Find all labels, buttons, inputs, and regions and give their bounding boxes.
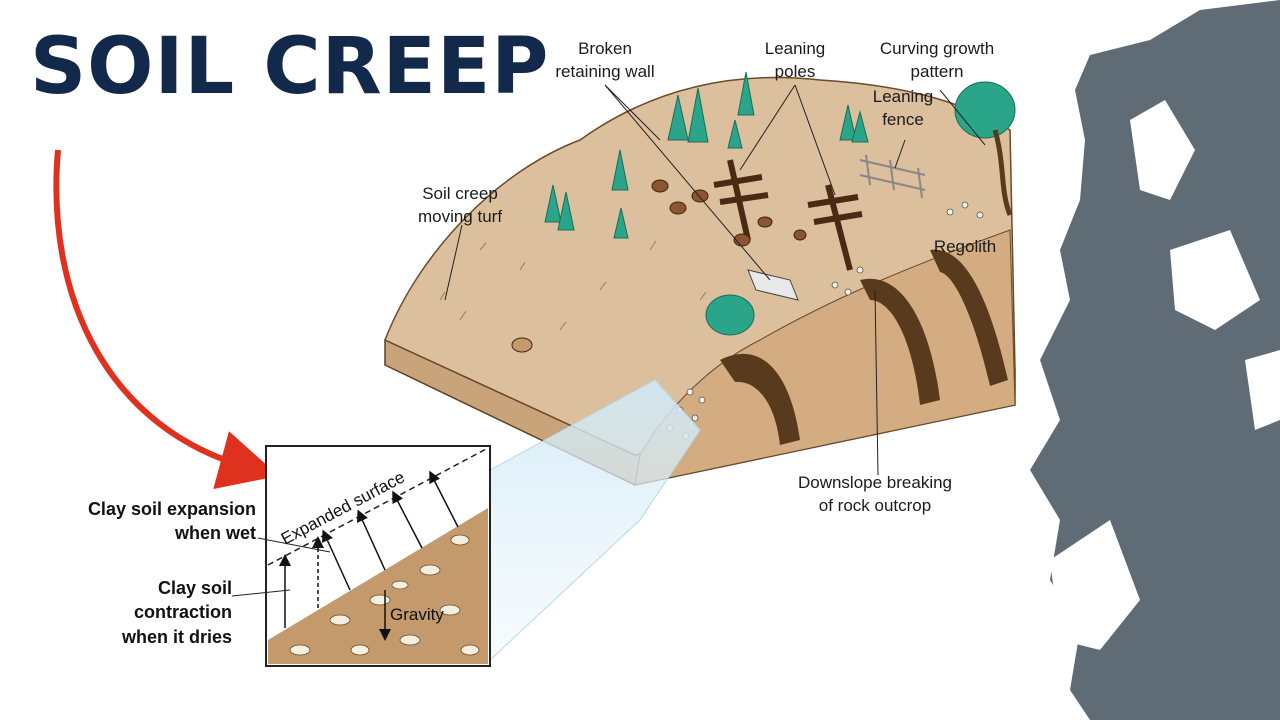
label-broken-wall: Broken retaining wall (555, 39, 655, 81)
trees (544, 71, 1016, 336)
inset-detail (265, 445, 491, 667)
leaning-poles (713, 159, 863, 271)
leaning-fence (859, 154, 926, 199)
label-leaning-poles: Leaning poles (764, 39, 826, 81)
slide-title: SOIL CREEP (30, 22, 550, 112)
label-curving-growth: Curving growth pattern (879, 39, 995, 81)
gravity-label: Gravity (390, 605, 444, 624)
bear-logo (1030, 0, 1280, 720)
label-downslope: Downslope breaking of rock outcrop (797, 473, 953, 515)
label-regolith: Regolith (933, 237, 997, 256)
label-soil-creep-turf: Soil creep moving turf (417, 184, 503, 226)
label-clay-contraction: Clay soil contraction when it dries (121, 578, 232, 647)
label-leaning-fence: Leaning fence (872, 87, 934, 129)
label-clay-expansion: Clay soil expansion when wet (87, 499, 256, 544)
